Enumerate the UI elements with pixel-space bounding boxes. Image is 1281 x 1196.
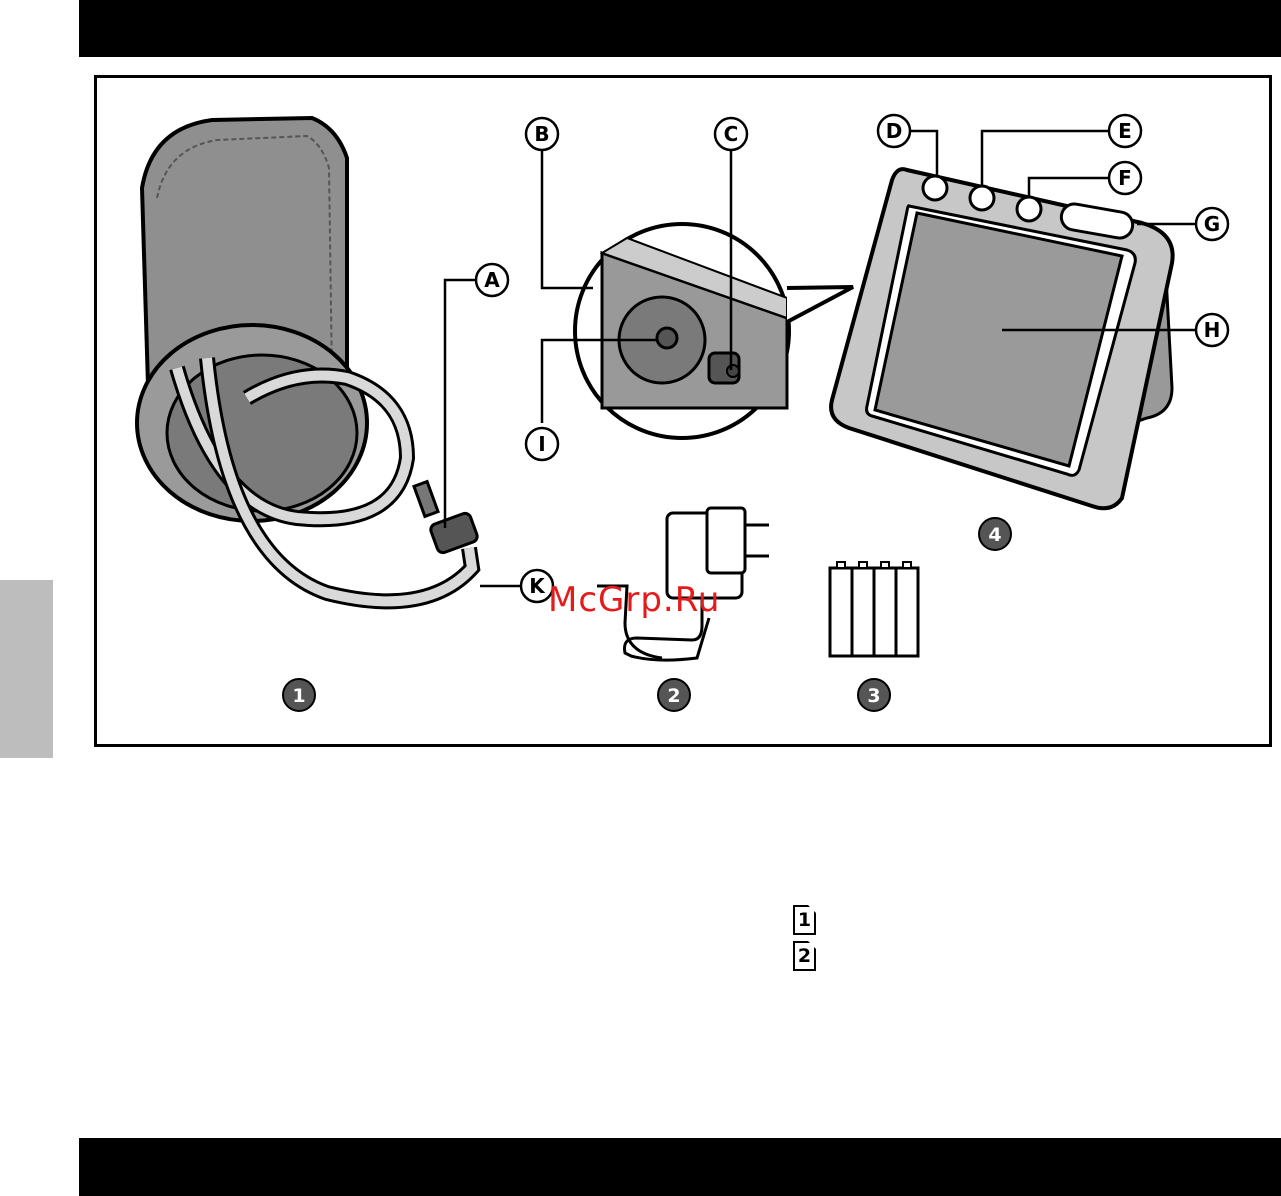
header-bar [79, 0, 1281, 57]
callout-b: B [526, 118, 558, 150]
step-1-icon: 1 [793, 905, 816, 935]
item-number-1-label: 1 [292, 685, 305, 707]
callout-f: F [1109, 162, 1141, 194]
side-language-tab [0, 580, 53, 758]
callout-c-label: C [724, 122, 739, 146]
magnifier-detail [542, 150, 853, 438]
item-number-3: 3 [858, 679, 890, 711]
batteries-illustration [830, 562, 918, 656]
product-figure: A B C D E F G H [94, 75, 1272, 747]
callout-h: H [1196, 314, 1228, 346]
monitor-illustration [831, 131, 1195, 508]
item-number-2-label: 2 [667, 685, 680, 707]
watermark-text: McGrp.Ru [548, 580, 720, 620]
callout-d: D [878, 115, 910, 147]
callout-b-label: B [534, 122, 549, 146]
callout-f-label: F [1118, 166, 1132, 190]
callout-g-label: G [1204, 212, 1220, 236]
figure-illustration: A B C D E F G H [97, 78, 1272, 747]
callout-a-label: A [484, 268, 500, 292]
item-number-3-label: 3 [867, 685, 880, 707]
item-number-2: 2 [658, 679, 690, 711]
callout-i-label: I [538, 432, 545, 456]
footer-bar [79, 1138, 1281, 1196]
callout-d-label: D [886, 119, 903, 143]
callout-e: E [1109, 115, 1141, 147]
callout-e-label: E [1118, 119, 1132, 143]
callout-h-label: H [1204, 318, 1221, 342]
callout-k-label: K [529, 574, 546, 598]
step-2-icon: 2 [793, 941, 816, 971]
item-number-1: 1 [283, 679, 315, 711]
item-number-4: 4 [979, 518, 1011, 550]
callout-i: I [526, 428, 558, 460]
callout-c: C [715, 118, 747, 150]
item-number-4-label: 4 [988, 524, 1001, 546]
cuff-illustration [137, 118, 520, 601]
callout-a: A [476, 264, 508, 296]
callout-g: G [1196, 208, 1228, 240]
